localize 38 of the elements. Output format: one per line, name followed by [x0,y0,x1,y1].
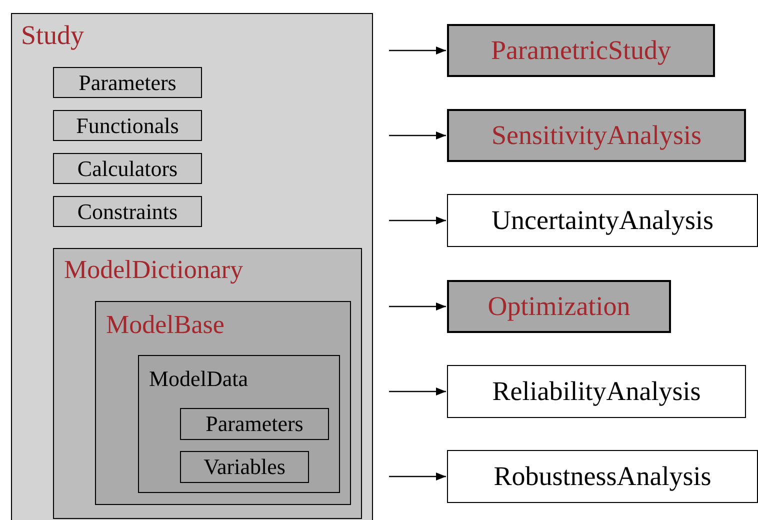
arrow [389,388,446,396]
container-title: ModelData [149,366,248,392]
component-box [53,110,202,141]
component-box [447,365,746,418]
arrow [389,472,446,480]
component-box [53,153,202,184]
component-name: UncertaintyAnalysis [492,205,714,236]
arrow [389,132,446,140]
component-name: ReliabilityAnalysis [492,376,701,407]
component-box [180,451,309,483]
component-name: Parameters [206,411,304,437]
arrow [389,46,446,54]
arrow [389,302,446,310]
component-name: Calculators [77,156,178,182]
component-name: ParametricStudy [491,35,671,66]
component-name: Optimization [488,291,630,322]
container-box [11,13,373,520]
component-name: RobustnessAnalysis [494,461,712,492]
container-title: Study [21,20,84,51]
component-name: Constraints [77,198,178,224]
component-name: Variables [204,454,286,480]
component-box [447,450,758,503]
arrow [389,216,446,224]
container-title: ModelBase [106,310,224,340]
component-name: Parameters [78,70,176,96]
component-box [447,109,746,162]
component-name: Functionals [76,112,179,138]
component-box [447,194,758,247]
component-box [447,280,671,333]
component-box [53,67,202,98]
component-box [180,408,329,440]
component-box [53,196,202,227]
container-box [53,248,362,519]
container-box [95,301,351,505]
component-name: SensitivityAnalysis [491,120,702,151]
container-box [138,355,340,493]
component-box [447,24,715,77]
container-title: ModelDictionary [64,255,244,285]
